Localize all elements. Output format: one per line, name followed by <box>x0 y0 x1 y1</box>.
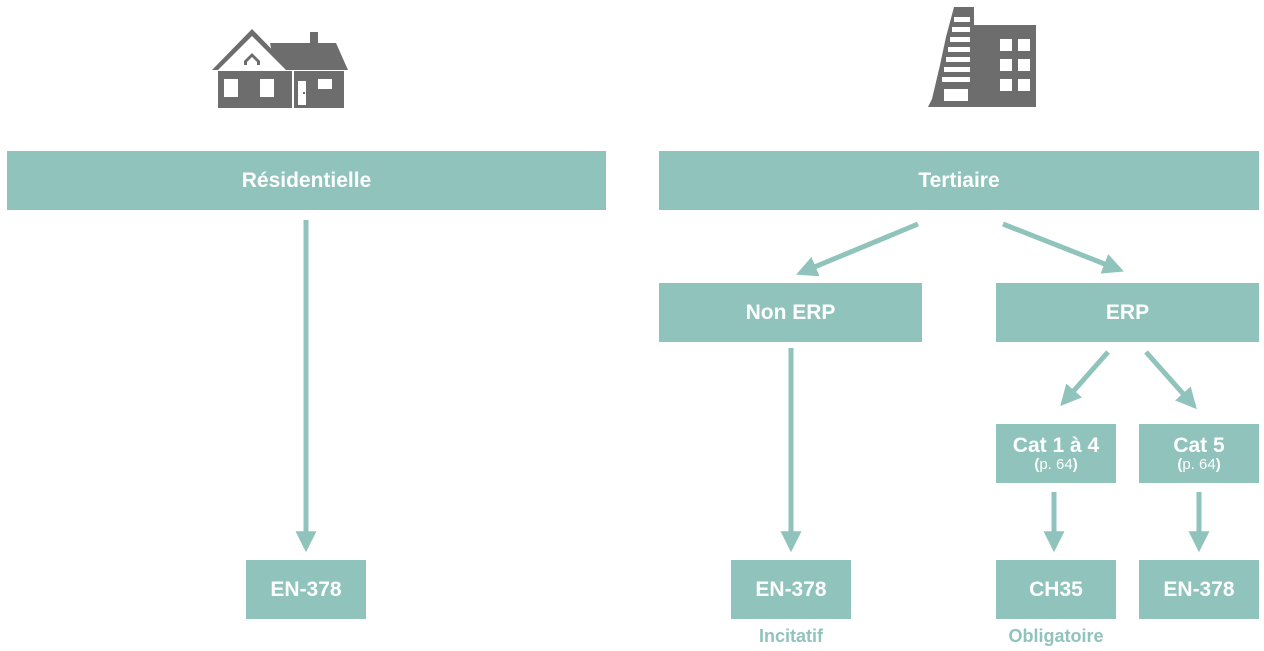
arrow-tertiaire-to-erp <box>1002 221 1124 274</box>
erp-box: ERP <box>996 283 1259 342</box>
house-icon <box>212 29 348 108</box>
cat-1-4-page-ref: (p. 64) <box>1034 455 1078 473</box>
tertiaire-box: Tertiaire <box>659 151 1259 210</box>
cat-5-en378-box: EN-378 <box>1139 560 1259 619</box>
non-erp-en378-box: EN-378 <box>731 560 851 619</box>
residentielle-en378-box: EN-378 <box>246 560 366 619</box>
cat-5-box: Cat 5 (p. 64) <box>1139 424 1259 483</box>
residentielle-box: Résidentielle <box>7 151 606 210</box>
arrow-erp-to-cat-1-4 <box>1060 350 1110 407</box>
cat-5-title: Cat 5 <box>1173 433 1225 457</box>
cat-1-4-box: Cat 1 à 4 (p. 64) <box>996 424 1116 483</box>
cat-5-page-ref: (p. 64) <box>1177 455 1221 473</box>
incitatif-caption: Incitatif <box>758 626 823 646</box>
non-erp-box: Non ERP <box>659 283 922 342</box>
office-building-icon <box>928 7 1036 107</box>
arrow-erp-to-cat-5 <box>1144 350 1197 410</box>
cat-1-4-title: Cat 1 à 4 <box>1012 433 1100 457</box>
ch35-box: CH35 <box>996 560 1116 619</box>
arrow-tertiaire-to-non-erp <box>796 221 919 277</box>
obligatoire-caption: Obligatoire <box>1008 626 1104 646</box>
